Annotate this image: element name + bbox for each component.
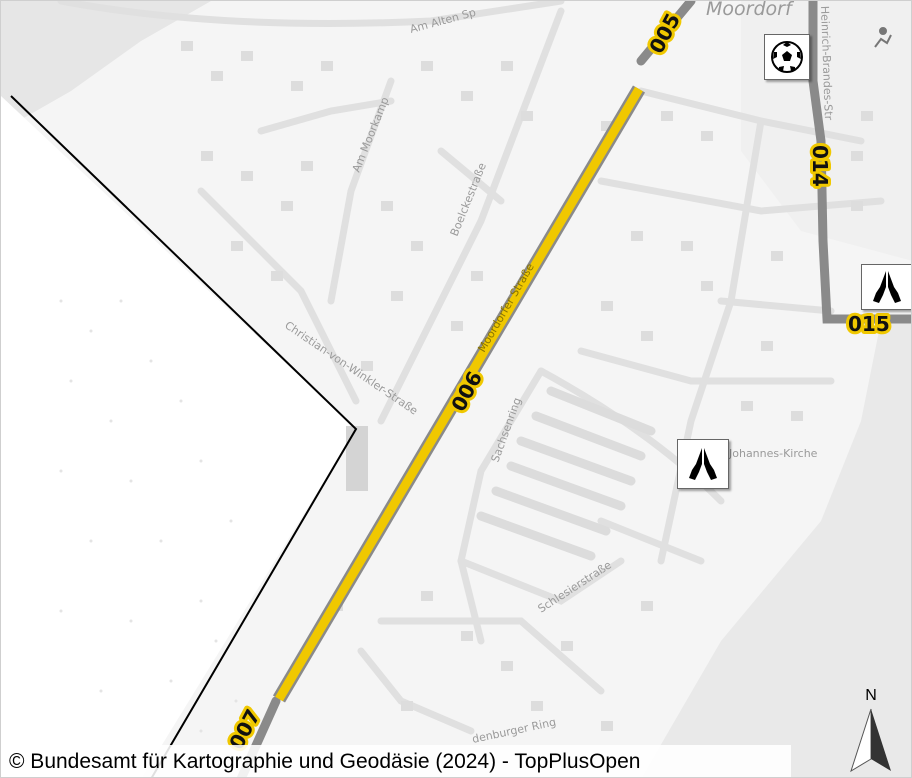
north-arrow: N [841, 687, 901, 775]
area-outside-boundary [1, 96, 356, 777]
place-label: Moordorf [706, 1, 795, 20]
praying-hands-icon[interactable] [677, 439, 729, 489]
sport-pictogram-icon [874, 27, 892, 48]
woodland-area [1, 1, 211, 131]
label-kirche: Johannes-Kirche [728, 447, 818, 460]
north-arrow-icon [850, 708, 891, 773]
field-texture [59, 299, 238, 733]
praying-hands-icon[interactable] [861, 264, 911, 310]
attribution-text: © Bundesamt für Kartographie und Geodäsi… [1, 745, 791, 777]
local-roads [57, 1, 885, 735]
row-houses [476, 386, 656, 561]
buildings [181, 41, 873, 731]
north-label: N [865, 687, 877, 704]
soccer-ball-icon[interactable] [764, 34, 810, 80]
highlighted-route [275, 86, 643, 702]
route-segment-015: 015 [848, 312, 890, 336]
route-segment-014: 014 [808, 145, 832, 187]
administrative-boundary [10, 95, 358, 777]
woodland-area-east [642, 321, 911, 777]
street-label-heinrich-brandes: Heinrich-Brandes-Str [818, 6, 835, 121]
